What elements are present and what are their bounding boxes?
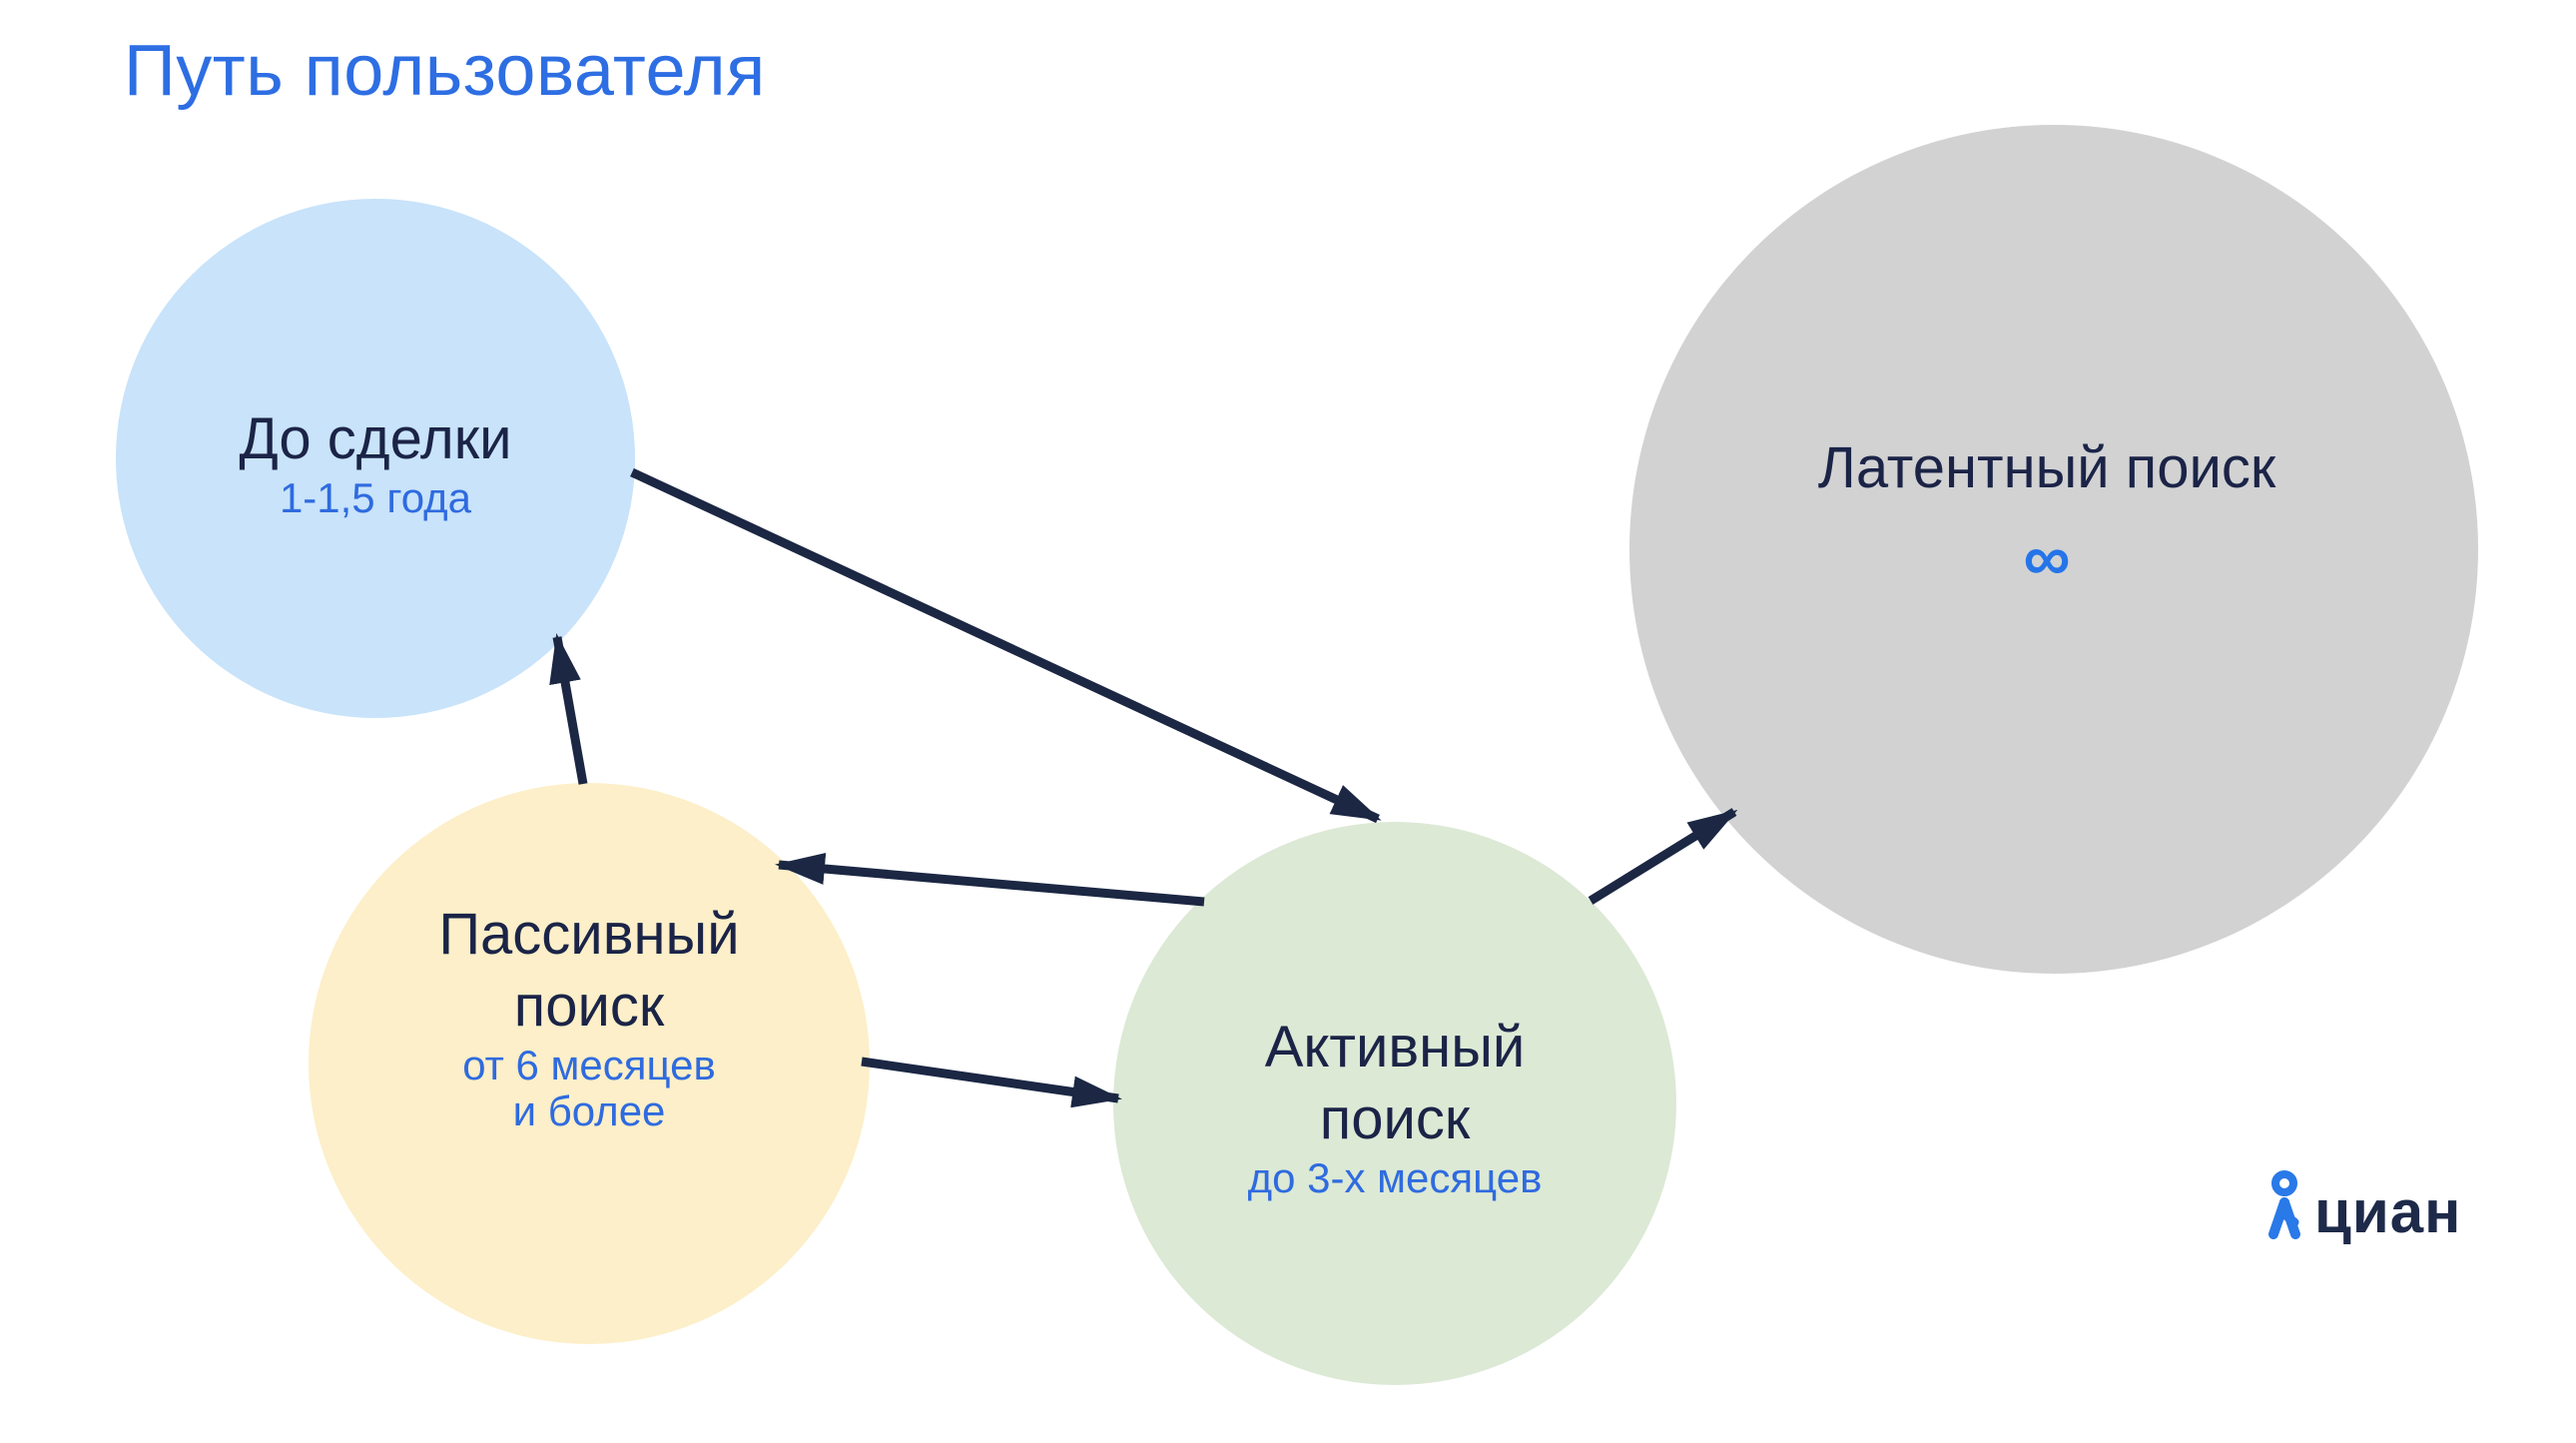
node-passive-sublabel-line1: от 6 месяцев xyxy=(462,1042,716,1088)
node-pre-deal-circle xyxy=(116,199,635,718)
cian-pin-person-icon xyxy=(2268,1170,2300,1239)
node-passive-circle xyxy=(309,783,870,1344)
edge-active-to-passive xyxy=(775,853,1205,907)
edge-active-to-latent xyxy=(1588,808,1738,905)
node-passive-sublabel-line2: и более xyxy=(512,1087,666,1134)
node-passive-label-line1: Пассивный xyxy=(438,902,740,967)
node-active-text: Активный поиск до 3-х месяцев xyxy=(1248,1012,1543,1201)
node-pre-deal-sublabel: 1-1,5 года xyxy=(279,474,472,521)
node-passive-label-line2: поиск xyxy=(513,974,665,1039)
node-latent-text: Латентный поиск ∞ xyxy=(1818,432,2275,590)
edge-passive-to-pre-deal xyxy=(549,633,588,785)
page-title: Путь пользователя xyxy=(124,31,766,111)
edge-pre-deal-to-active xyxy=(630,467,1382,824)
node-latent-label: Латентный поиск xyxy=(1817,435,2276,500)
edge-passive-to-active xyxy=(861,1057,1122,1108)
node-active-label-line2: поиск xyxy=(1319,1086,1471,1151)
node-active-circle xyxy=(1113,822,1676,1385)
node-latent-circle xyxy=(1629,125,2478,974)
node-active-label-line1: Активный xyxy=(1264,1015,1526,1080)
cian-logo-text: циан xyxy=(2314,1178,2462,1245)
node-pre-deal-label: До сделки xyxy=(239,406,512,471)
infinity-symbol: ∞ xyxy=(2023,520,2071,594)
node-pre-deal-text: До сделки 1-1,5 года xyxy=(239,403,511,521)
node-active-sublabel: до 3-х месяцев xyxy=(1247,1154,1543,1201)
node-passive-text: Пассивный поиск от 6 месяцев и более xyxy=(438,899,739,1134)
cian-logo: циан xyxy=(2266,1170,2461,1244)
